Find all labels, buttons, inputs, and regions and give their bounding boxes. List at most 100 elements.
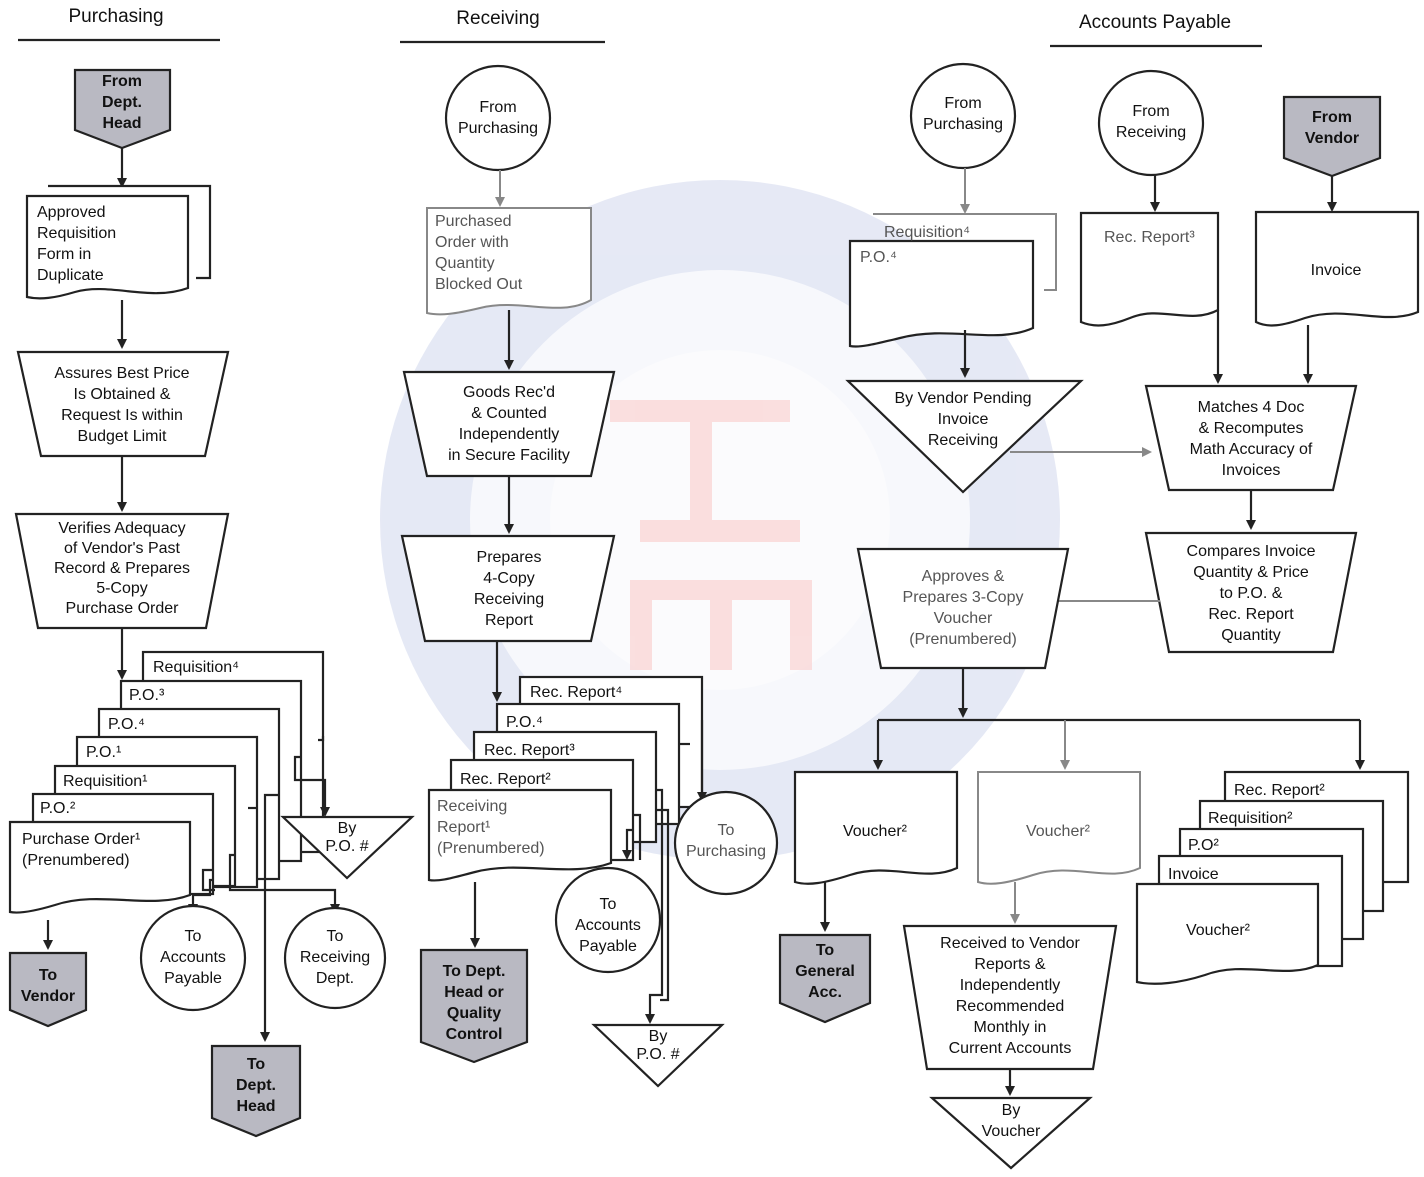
column-header-accounts-payable: Accounts Payable [1050, 12, 1262, 48]
doc-voucher-vendor: Voucher² [977, 771, 1141, 885]
svg-text:Accounts Payable: Accounts Payable [1079, 12, 1231, 33]
text-line: Duplicate [37, 267, 104, 284]
text-line: Form in [37, 246, 91, 263]
text-line: Recommended [956, 998, 1065, 1015]
text-line: Requisition [37, 225, 116, 242]
text-line: Independently [960, 977, 1061, 994]
rec-stack-label-3: Rec. Report³ [484, 742, 575, 759]
text-line: Is Obtained & [74, 386, 171, 403]
text-line: Independently [459, 426, 560, 443]
text-line: 5-Copy [96, 580, 148, 597]
packet-label-2: Requisition² [1208, 810, 1293, 827]
packet-label-4: Invoice [1168, 866, 1219, 883]
text-line: Payable [164, 970, 222, 987]
text-line: Head [102, 115, 141, 132]
text-line: Record & Prepares [54, 560, 190, 577]
stack-label-1: Requisition⁴ [153, 659, 239, 676]
stack-label-4: P.O.¹ [86, 744, 121, 761]
text-line: P.O. # [325, 838, 368, 855]
text-line: P.O. # [636, 1046, 679, 1063]
text-line: Purchasing [686, 843, 766, 860]
doc-rec-report-ap: Rec. Report³ [1079, 211, 1220, 327]
text-line: To Dept. [443, 963, 506, 980]
text-line: Matches 4 Doc [1198, 399, 1305, 416]
text-line: Report¹ [437, 819, 490, 836]
text-line: to P.O. & [1220, 585, 1283, 602]
ap-requisition-text: Requisition⁴ [884, 224, 970, 241]
text-line: Purchase Order¹ [22, 831, 140, 848]
text-line: Reports & [974, 956, 1045, 973]
text-line: Approves & [922, 568, 1005, 585]
text-line: Voucher [934, 610, 993, 627]
text-line: Voucher [982, 1123, 1041, 1140]
text-line: Head [236, 1098, 275, 1115]
text-line: Quantity & Price [1193, 564, 1309, 581]
packet-label-5: Voucher² [1186, 922, 1251, 939]
text-line: in Secure Facility [448, 447, 570, 464]
text-line: To [39, 967, 58, 984]
text-line: Compares Invoice [1187, 543, 1316, 560]
text-line: Prepares [477, 549, 542, 566]
text-line: Purchased [435, 213, 512, 230]
text-line: By [1002, 1102, 1021, 1119]
text-line: Dept. [102, 94, 142, 111]
text-line: Accounts [160, 949, 226, 966]
text-line: 4-Copy [483, 570, 535, 587]
text-line: Accounts [575, 917, 641, 934]
text-line: Purchasing [923, 116, 1003, 133]
doc-invoice-ap: Invoice [1254, 210, 1420, 327]
text-line: From [102, 73, 142, 90]
svg-text:Receiving: Receiving [456, 8, 539, 29]
receiving-document-stack: Rec. Report⁴ P.O.⁴ Rec. Report³ Rec. Rep… [427, 675, 704, 882]
text-line: By [338, 820, 357, 837]
text-line: Blocked Out [435, 276, 523, 293]
purchasing-document-stack: Requisition⁴ P.O.³ P.O.⁴ P.O.¹ Requisiti… [8, 650, 325, 914]
text-line: & Counted [471, 405, 547, 422]
text-line: Approved [37, 204, 106, 221]
column-header-purchasing: Purchasing [18, 6, 220, 42]
ap-po-text: P.O.⁴ [860, 249, 897, 266]
rec-stack-label-1: Rec. Report⁴ [530, 684, 622, 701]
text-line: Quantity [435, 255, 495, 272]
text-line: To [600, 896, 617, 913]
text-line: Vendor [21, 988, 75, 1005]
voucher-b-text: Voucher² [1026, 823, 1091, 840]
text-line: Acc. [808, 984, 842, 1001]
text-line: To [247, 1056, 266, 1073]
text-line: To [816, 942, 835, 959]
text-line: Rec. Report [1208, 606, 1294, 623]
ap-document-packet: Rec. Report² Requisition² P.O² Invoice V… [1135, 770, 1410, 985]
ap-requisition-po-docs: Requisition⁴ P.O.⁴ [848, 213, 1057, 348]
text-line: Purchase Order [66, 600, 180, 617]
